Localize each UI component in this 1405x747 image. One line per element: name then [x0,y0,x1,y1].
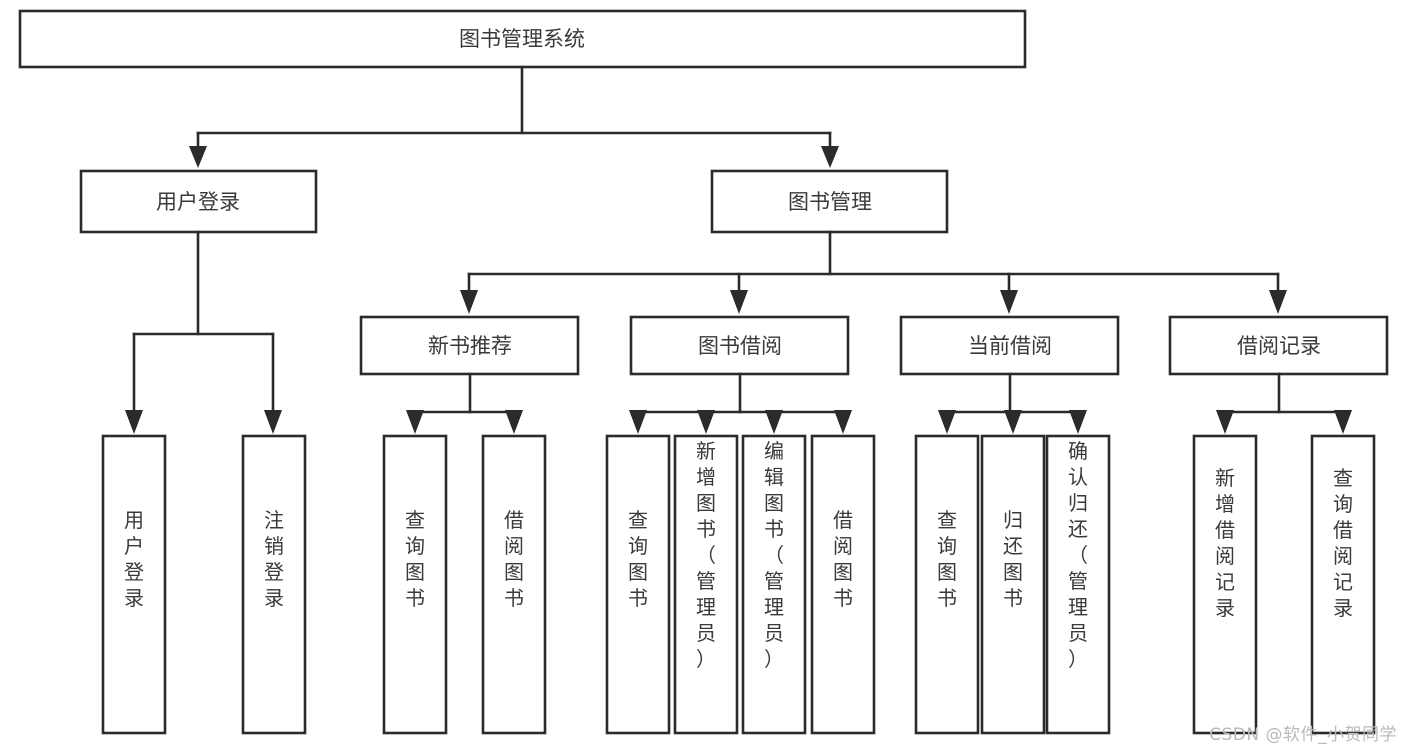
arrow-head-icon [1000,290,1018,314]
arrow-head-icon [765,410,783,434]
connector-new-book-recommend-to-leaves [406,372,523,434]
connector-book-management-to-level3 [460,230,1287,314]
arrow-head-icon [189,146,207,168]
leaf-user-login-1[interactable]: 用户登录 [101,434,167,735]
arrow-head-icon [1334,410,1352,434]
leaf-book-borrow-1[interactable]: 查询图书 [605,434,671,735]
leaf-book-borrow-3-rect[interactable] [741,434,807,735]
node-borrow-record-label: 借阅记录 [1237,334,1321,358]
leaf-book-borrow-3-label: 编辑图书（管理员） [764,439,784,671]
leaf-book-borrow-4-label: 借阅图书 [833,508,853,610]
leaf-user-login-2[interactable]: 注销登录 [241,434,307,735]
node-new-book-recommend-label: 新书推荐 [428,334,512,358]
leaf-current-borrow-3-rect[interactable] [1045,434,1111,735]
leaf-current-borrow-1[interactable]: 查询图书 [914,434,980,735]
arrow-head-icon [264,410,282,434]
node-user-login[interactable]: 用户登录 [79,169,318,234]
leaf-book-borrow-1-rect[interactable] [605,434,671,735]
node-book-borrow-rect[interactable] [629,315,850,376]
arrow-head-icon [460,290,478,314]
node-root[interactable]: 图书管理系统 [18,9,1027,69]
arrow-head-icon [730,290,748,314]
leaf-borrow-record-1-label: 新增借阅记录 [1215,466,1235,620]
leaf-borrow-record-1[interactable]: 新增借阅记录 [1192,434,1258,735]
leaf-current-borrow-1-rect[interactable] [914,434,980,735]
arrow-head-icon [834,410,852,434]
arrow-head-icon [406,410,424,434]
node-borrow-record[interactable]: 借阅记录 [1168,315,1389,376]
leaf-book-borrow-1-label: 查询图书 [628,508,648,610]
node-current-borrow-rect[interactable] [899,315,1120,376]
leaf-current-borrow-3-label: 确认归还（管理员） [1068,439,1088,671]
leaf-borrow-record-2[interactable]: 查询借阅记录 [1310,434,1376,735]
leaf-borrow-record-1-rect[interactable] [1192,434,1258,735]
node-book-borrow[interactable]: 图书借阅 [629,315,850,376]
leaf-new-book-recommend-1-label: 查询图书 [405,508,425,610]
arrow-head-icon [1269,290,1287,314]
connector-borrow-record-to-leaves [1216,372,1352,434]
leaf-new-book-recommend-1[interactable]: 查询图书 [382,434,448,735]
leaf-new-book-recommend-2[interactable]: 借阅图书 [481,434,547,735]
leaf-book-borrow-2[interactable]: 新增图书（管理员） [673,434,739,735]
leaf-book-borrow-3[interactable]: 编辑图书（管理员） [741,434,807,735]
leaf-current-borrow-2-label: 归还图书 [1003,508,1023,610]
leaf-current-borrow-3[interactable]: 确认归还（管理员） [1045,434,1111,735]
leaf-current-borrow-1-label: 查询图书 [937,508,957,610]
csdn-watermark: CSDN @软件_小贺同学 [1209,725,1397,745]
leaf-borrow-record-2-rect[interactable] [1310,434,1376,735]
leaf-user-login-2-rect[interactable] [241,434,307,735]
arrow-head-icon [1004,410,1022,434]
node-current-borrow-label: 当前借阅 [968,334,1052,358]
arrow-head-icon [697,410,715,434]
node-borrow-record-rect[interactable] [1168,315,1389,376]
arrow-head-icon [125,410,143,434]
leaf-user-login-2-label: 注销登录 [264,508,284,610]
connector-book-borrow-to-leaves [629,372,852,434]
leaf-new-book-recommend-1-rect[interactable] [382,434,448,735]
node-user-login-label: 用户登录 [156,190,240,214]
arrow-head-icon [1216,410,1234,434]
leaf-user-login-1-rect[interactable] [101,434,167,735]
node-new-book-recommend[interactable]: 新书推荐 [359,315,580,376]
connector-user-login-to-leaves [125,230,282,434]
leaf-book-borrow-4[interactable]: 借阅图书 [810,434,876,735]
node-root-rect[interactable] [18,9,1027,69]
arrow-head-icon [505,410,523,434]
connector-root-to-level2 [189,65,839,168]
leaf-new-book-recommend-2-rect[interactable] [481,434,547,735]
leaf-borrow-record-2-label: 查询借阅记录 [1333,466,1353,620]
node-book-borrow-label: 图书借阅 [698,334,782,358]
node-book-management-label: 图书管理 [788,190,872,214]
leaf-current-borrow-2-rect[interactable] [980,434,1046,735]
node-current-borrow[interactable]: 当前借阅 [899,315,1120,376]
leaf-book-borrow-2-rect[interactable] [673,434,739,735]
connector-current-borrow-to-leaves [938,372,1087,434]
node-book-management[interactable]: 图书管理 [710,169,949,234]
leaf-new-book-recommend-2-label: 借阅图书 [504,508,524,610]
node-new-book-recommend-rect[interactable] [359,315,580,376]
node-root-label: 图书管理系统 [459,27,585,51]
leaf-user-login-1-label: 用户登录 [124,508,144,610]
arrow-head-icon [821,146,839,168]
leaf-book-borrow-2-label: 新增图书（管理员） [696,439,716,671]
node-book-management-rect[interactable] [710,169,949,234]
leaf-book-borrow-4-rect[interactable] [810,434,876,735]
arrow-head-icon [1069,410,1087,434]
arrow-head-icon [938,410,956,434]
arrow-head-icon [629,410,647,434]
leaf-current-borrow-2[interactable]: 归还图书 [980,434,1046,735]
